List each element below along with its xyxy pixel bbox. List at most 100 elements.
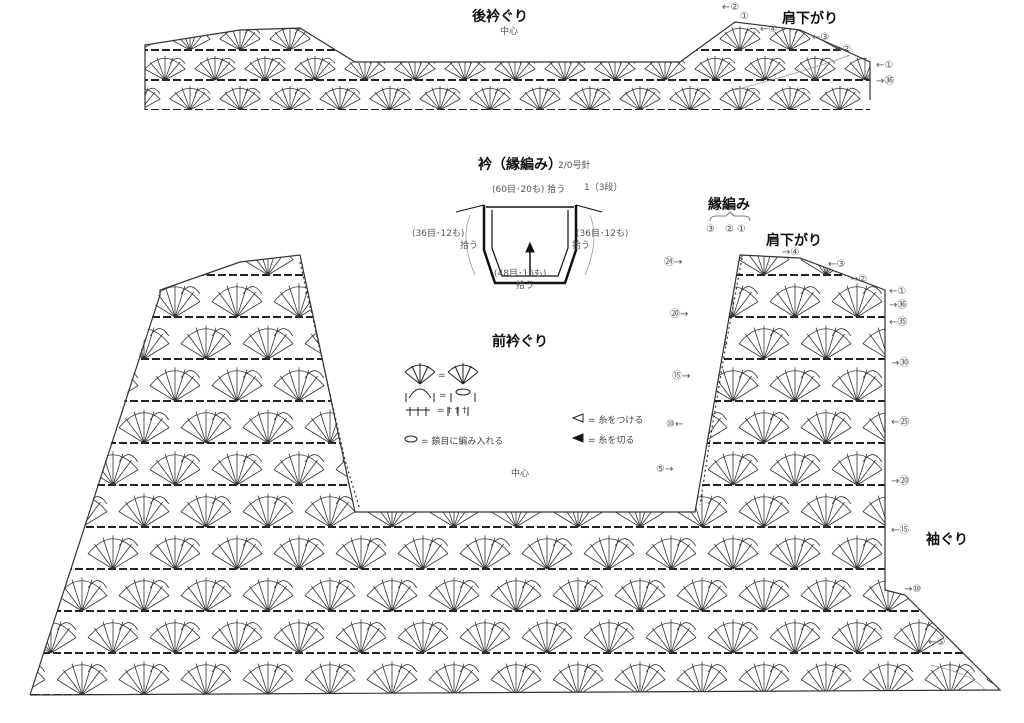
- stitch-arc: [244, 87, 261, 94]
- stitch-arc: [149, 496, 170, 505]
- row-marker: →②: [850, 274, 868, 285]
- stitch-arc: [118, 538, 139, 547]
- stitch-fan: [274, 199, 324, 233]
- stitch-arc: [820, 0, 835, 4]
- front-outline: [29, 254, 1002, 696]
- stitch-arc: [366, 454, 387, 463]
- stitch-arc: [429, 203, 448, 210]
- stitch-fan: [645, 619, 697, 654]
- row-marker: →㉚: [891, 358, 910, 369]
- stitch-fan: [869, 86, 870, 110]
- stitch-arc: [920, 58, 935, 63]
- stitch-fan: [242, 577, 294, 612]
- stitch-fan: [335, 283, 387, 318]
- stitch-arc: [294, 87, 311, 94]
- stitch-fan: [87, 283, 139, 318]
- stitch-fan: [707, 451, 759, 486]
- stitch-arc: [831, 496, 852, 505]
- stitch-fan: [895, 0, 936, 20]
- stitch-arc: [242, 538, 263, 547]
- stitch-arc: [570, 0, 585, 4]
- stitch-fan: [614, 661, 666, 695]
- stitch-arc: [769, 580, 790, 589]
- stitch-arc: [769, 664, 790, 673]
- stitch-arc: [242, 622, 263, 631]
- stitch-fan: [862, 255, 914, 276]
- stitch-arc: [521, 412, 542, 421]
- stitch-fan: [397, 619, 449, 654]
- stitch-arc: [397, 496, 418, 505]
- stitch-arc: [305, 203, 324, 210]
- stitch-fan: [595, 0, 636, 20]
- stitch-arc: [738, 286, 759, 295]
- edging-title: 縁編み: [708, 197, 750, 213]
- stitch-fan: [428, 577, 480, 612]
- stitch-fan: [738, 409, 790, 444]
- back-shoulder-title: 肩下がり: [782, 11, 838, 27]
- stitch-arc: [819, 57, 836, 64]
- stitch-fan: [552, 493, 604, 528]
- stitch-fan: [893, 619, 945, 654]
- stitch-fan: [707, 367, 759, 402]
- row-marker: ←①: [889, 286, 907, 297]
- row-marker: ㉔→: [664, 257, 683, 268]
- stitch-fan: [738, 255, 790, 276]
- row-marker: →㊱: [889, 300, 908, 311]
- stitch-fan: [87, 451, 139, 486]
- stitch-fan: [269, 26, 311, 51]
- stitch-arc: [211, 580, 232, 589]
- stitch-fan: [645, 535, 697, 570]
- stitch-fan: [211, 451, 263, 486]
- stitch-fan: [924, 493, 976, 528]
- stitch-arc: [707, 664, 728, 673]
- stitch-fan: [800, 409, 852, 444]
- row-marker: ①: [740, 11, 749, 22]
- stitch-arc: [397, 412, 418, 421]
- stitch-fan: [1018, 535, 1024, 569]
- stitch-arc: [1018, 329, 1024, 336]
- front-center-label: 中心: [511, 469, 530, 479]
- stitch-fan: [645, 0, 686, 20]
- stitch-fan: [1018, 619, 1024, 653]
- stitch-arc: [180, 454, 201, 463]
- stitch-fan: [769, 86, 811, 110]
- stitch-arc: [367, 203, 386, 210]
- stitch-arc: [428, 622, 449, 631]
- stitch-arc: [955, 580, 976, 589]
- stitch-arc: [181, 203, 200, 210]
- stitch-arc: [955, 412, 976, 421]
- stitch-fan: [304, 661, 356, 695]
- legend-cut: = 糸を切る: [588, 436, 635, 446]
- stitch-arc: [370, 0, 385, 4]
- stitch-fan: [744, 56, 786, 81]
- stitch-arc: [444, 87, 461, 94]
- stitch-arc: [862, 538, 883, 547]
- stitch-arc: [645, 328, 666, 337]
- stitch-fan: [211, 535, 263, 570]
- collar-bottom-pick: (48目･16も): [494, 269, 547, 279]
- stitch-fan: [219, 26, 261, 51]
- stitch-fan: [149, 367, 201, 402]
- stitch-fan: [676, 661, 728, 695]
- stitch-fan: [862, 661, 914, 695]
- stitch-fan: [56, 577, 108, 612]
- stitch-fan: [273, 283, 325, 318]
- stitch-arc: [335, 664, 356, 673]
- stitch-arc: [521, 664, 542, 673]
- stitch-fan: [619, 86, 661, 110]
- stitch-fan: [924, 325, 976, 360]
- stitch-fan: [986, 409, 1000, 444]
- stitch-arc: [490, 538, 511, 547]
- stitch-arc: [30, 664, 46, 673]
- stitch-arc: [594, 27, 611, 34]
- stitch-fan: [800, 577, 852, 612]
- stitch-fan: [719, 26, 761, 51]
- row-marker: ←④: [760, 24, 778, 35]
- stitch-arc: [273, 664, 294, 673]
- stitch-arc: [87, 664, 108, 673]
- stitch-fan: [397, 535, 449, 570]
- stitch-arc: [831, 412, 852, 421]
- stitch-fan: [769, 451, 821, 486]
- stitch-fan: [444, 56, 486, 81]
- stitch-arc: [583, 328, 604, 337]
